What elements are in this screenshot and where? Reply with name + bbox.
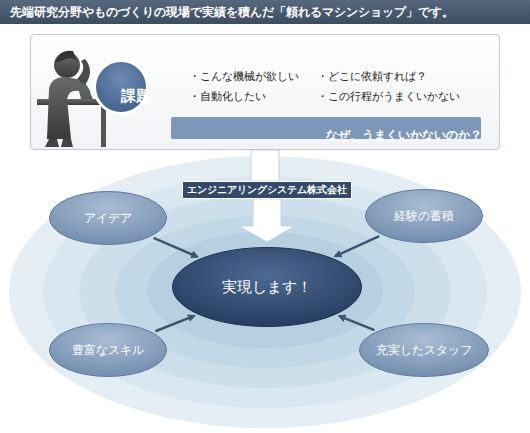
strength-ellipse: アイデア (49, 191, 167, 245)
node-label: 課題 (121, 87, 151, 105)
ellipse-shape (173, 248, 362, 327)
strength-ellipse: 充実したスタッフ (359, 323, 489, 377)
ring (9, 156, 521, 428)
arrow-line (154, 238, 198, 257)
node-label: なぜ、うまくいかないのか？ (326, 128, 482, 142)
question-bar: なぜ、うまくいかないのか？ (171, 117, 481, 139)
ellipse-shape (50, 192, 167, 245)
big-arrow (239, 199, 295, 242)
ellipse-shape (360, 324, 489, 377)
issue-item: ・この行程がうまくいかない (317, 89, 460, 104)
arrow-line (155, 316, 194, 331)
node-label: 実現します！ (222, 278, 312, 296)
ellipse-shape (366, 190, 483, 243)
issue-item: ・こんな機械が欲しい (189, 69, 299, 84)
result-ellipse: 実現します！ (172, 247, 362, 327)
issue-item: ・どこに依頼すれば？ (317, 69, 427, 84)
issue-item: ・自動化したい (189, 89, 266, 104)
node-label: エンジニアリングシステム株式会社 (187, 184, 347, 196)
node-label: 充実したスタッフ (376, 343, 472, 357)
connector (155, 316, 194, 331)
connector (339, 316, 374, 330)
arrow-line (335, 236, 379, 256)
arrow-line (339, 316, 374, 330)
connector (239, 199, 295, 242)
issue-circle: 課題 (93, 59, 149, 115)
strength-ellipse: 経験の蓄積 (365, 189, 483, 243)
strength-ellipse: 豊富なスキル (49, 323, 167, 377)
ring (147, 232, 383, 348)
node-label: 経験の蓄積 (394, 209, 454, 223)
node-label: 豊富なスキル (72, 343, 144, 357)
company-label: エンジニアリングシステム株式会社 (182, 181, 352, 199)
big-arrow (251, 150, 279, 181)
connector (251, 150, 279, 181)
problem-panel: ・こんな機械が欲しい ・どこに依頼すれば？ ・自動化したい ・この行程がうまくいかない… (30, 34, 500, 150)
node-label: アイデア (84, 211, 132, 225)
connector (335, 236, 379, 256)
page-title: 先端研究分野やものづくりの現場で実績を積んだ「頼れるマシンショップ」です。 (0, 0, 530, 24)
connector (154, 238, 198, 257)
ellipse-shape (50, 324, 167, 377)
header-bar: 先端研究分野やものづくりの現場で実績を積んだ「頼れるマシンショップ」です。 (0, 0, 530, 24)
